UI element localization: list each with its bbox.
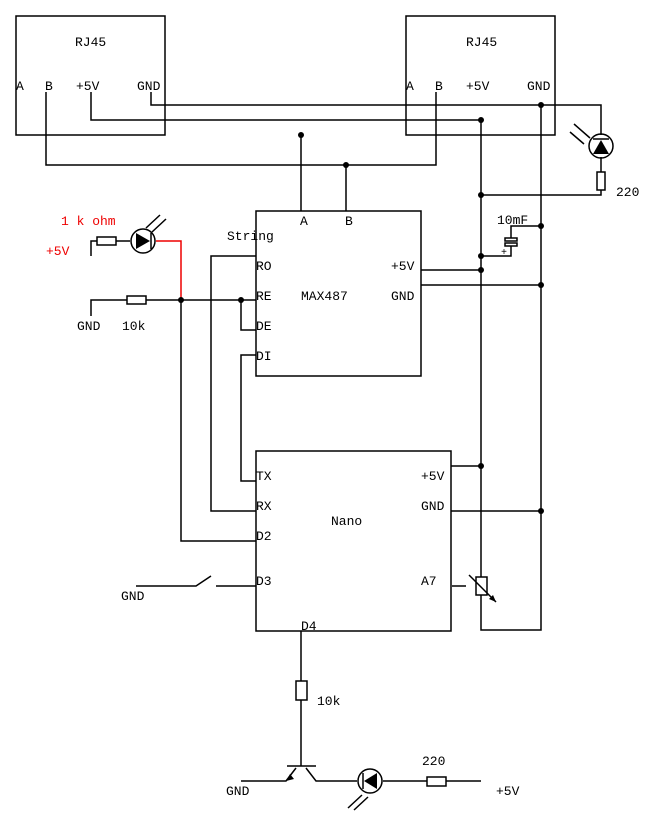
wires [45,92,602,782]
pin-b: B [45,79,53,94]
pin-gnd: GND [527,79,551,94]
resistor-icon [96,236,117,246]
pin-5v: +5V [391,259,415,274]
max487-title: MAX487 [301,289,348,304]
pin-gnd: GND [137,79,161,94]
pin-gnd: GND [391,289,415,304]
pin-d2: D2 [256,529,272,544]
output-led-icon [347,768,383,811]
pin-re: RE [256,289,272,304]
rj45-right-title: RJ45 [466,35,497,50]
nano-title: Nano [331,514,362,529]
pin-5v: +5V [421,469,445,484]
capacitor-icon: + [501,237,518,259]
junctions [178,102,544,514]
resistor-icon [126,295,147,305]
resistor-icon [295,680,308,701]
resistor-icon [596,171,606,191]
switch-gnd-label: GND [121,589,145,604]
nano-board: Nano TX RX D2 D3 +5V GND A7 D4 [255,450,452,634]
pin-b: B [435,79,443,94]
pin-gnd: GND [421,499,445,514]
pin-5v: +5V [466,79,490,94]
rj45-left-title: RJ45 [75,35,106,50]
pin-d4: D4 [301,619,317,634]
pin-b: B [345,214,353,229]
power-led-resistor-label: 220 [616,185,639,200]
base-resistor-label: 10k [317,694,341,709]
max487-chip: MAX487 A B RO RE DE DI +5V GND [255,210,422,377]
pin-a7: A7 [421,574,437,589]
rj45-right: RJ45 A B +5V GND [405,15,556,136]
pin-di: DI [256,349,272,364]
pin-a: A [300,214,308,229]
resistor-icon [426,776,447,787]
pin-d3: D3 [256,574,272,589]
led-icon [130,214,167,254]
pin-ro: RO [256,259,272,274]
svg-text:+: + [501,248,507,259]
power-led-icon [569,123,614,159]
string-label: String [227,229,274,244]
led-resistor-label: 1 k ohm [61,214,116,229]
cap-label: 10mF [497,213,528,228]
potentiometer-icon [468,574,497,603]
pulldown-gnd-label: GND [77,319,101,334]
led-supply-label: +5V [46,244,70,259]
transistor-icon [286,774,294,781]
emitter-gnd-label: GND [226,784,250,799]
pulldown-value-label: 10k [122,319,146,334]
out-led-resistor-label: 220 [422,754,445,769]
pin-de: DE [256,319,272,334]
pin-a: A [406,79,414,94]
out-supply-label: +5V [496,784,520,799]
pin-a: A [16,79,24,94]
pin-tx: TX [256,469,272,484]
rj45-left: RJ45 A B +5V GND [15,15,166,136]
pin-5v: +5V [76,79,100,94]
pin-rx: RX [256,499,272,514]
